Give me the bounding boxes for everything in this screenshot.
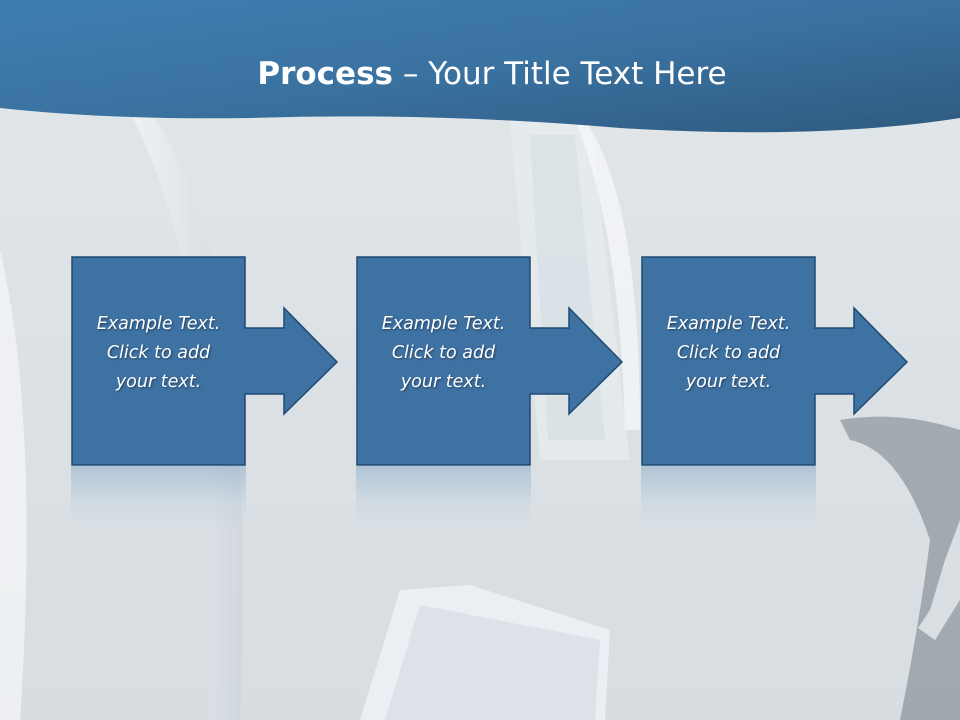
step-text: Example Text. Click to add your text. xyxy=(666,314,791,392)
right-arrow-icon xyxy=(71,256,339,466)
title-rest: – Your Title Text Here xyxy=(393,56,727,92)
title-bold: Process xyxy=(257,56,393,92)
step-text: Example Text. Click to add your text. xyxy=(96,314,221,392)
step-text: Example Text. Click to add your text. xyxy=(381,314,506,392)
right-arrow-icon xyxy=(356,256,624,466)
process-step-3[interactable]: Example Text. Click to add your text. xyxy=(641,256,909,466)
right-arrow-icon xyxy=(641,256,909,466)
step-3-reflection xyxy=(641,466,816,528)
slide-title: Process – Your Title Text Here xyxy=(0,52,960,96)
process-step-2[interactable]: Example Text. Click to add your text. xyxy=(356,256,624,466)
step-1-reflection xyxy=(71,466,246,528)
step-2-reflection xyxy=(356,466,531,528)
process-step-1[interactable]: Example Text. Click to add your text. xyxy=(71,256,339,466)
